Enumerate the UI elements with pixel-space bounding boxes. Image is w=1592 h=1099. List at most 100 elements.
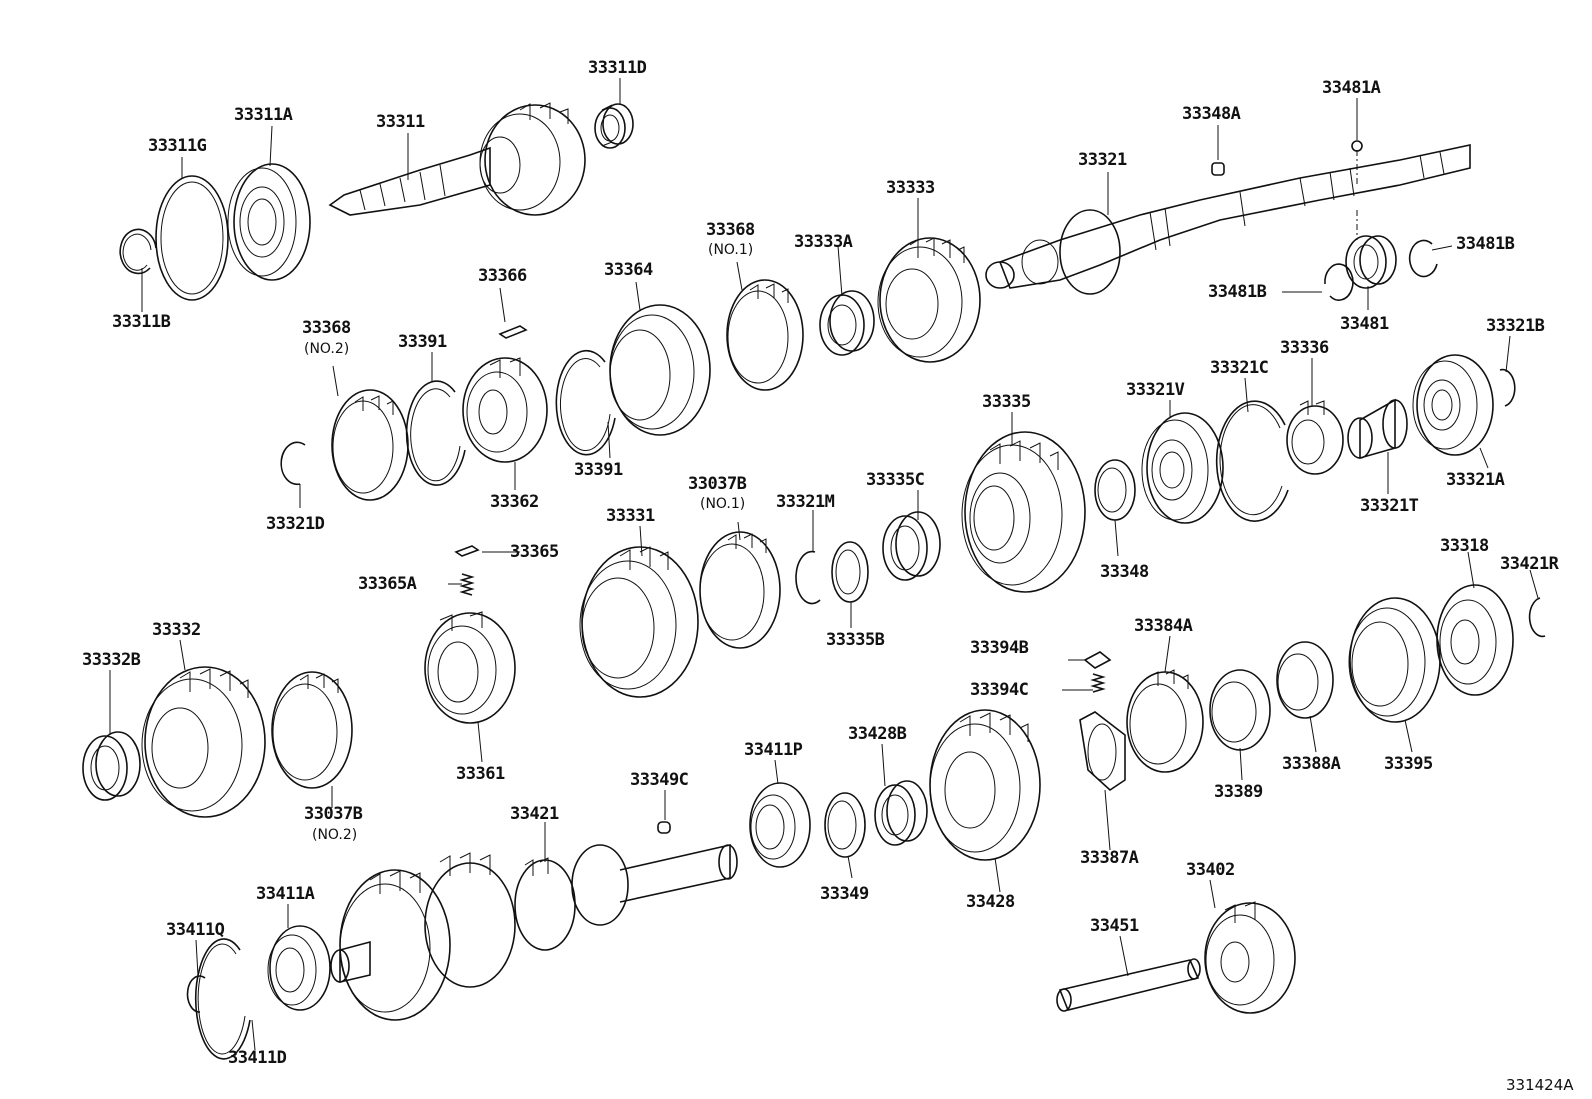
gear-33332 [141,666,266,818]
part-label: 33349C [630,770,689,790]
bearing-33321V [1141,412,1224,524]
part-label: 33365A [358,574,417,594]
part-label: 33321 [1078,150,1127,170]
needle-bearing-33332B [82,731,141,801]
part-label: 33333 [886,178,935,198]
snap-ring-33391-left [405,380,466,486]
part-label: 33368 [706,220,755,240]
gear-33333 [877,237,981,363]
leader-lines [109,78,1539,1051]
bearing-33411A [267,925,331,1011]
part-label: 33481B [1456,234,1515,254]
washer-33348 [1094,459,1136,521]
clip-33321B [1499,368,1516,407]
part-label: 33333A [794,232,853,252]
part-label: 33332 [152,620,201,640]
part-label: 33318 [1440,536,1489,556]
part-label: 33348 [1100,562,1149,582]
part-label: 33349 [820,884,869,904]
figure-reference: 331424A [1506,1076,1574,1094]
gear-33428 [929,709,1041,861]
part-note: (NO.1) [708,242,754,258]
part-label: 33391 [574,460,623,480]
part-label: 33332B [82,650,141,670]
part-label: 33411P [744,740,803,760]
sync-ring-33037B-no1 [699,531,781,649]
bearing-33411P [749,782,811,868]
gear-33335 [961,431,1086,593]
pin-33348A [1211,162,1225,176]
part-label: 33321V [1126,380,1185,400]
counter-shaft-33421 [330,843,738,1021]
part-label: 33311G [148,136,207,156]
key-33365 [454,545,480,557]
ball-33481A [1351,140,1363,152]
snap-ring-33321C [1215,400,1289,522]
part-label: 33428 [966,892,1015,912]
part-label: 33387A [1080,848,1139,868]
washer-33349 [824,792,866,858]
part-label: 33311A [234,105,293,125]
part-note: (NO.1) [700,496,746,512]
cone-33389 [1209,669,1271,751]
part-label: 33362 [490,492,539,512]
sleeve-33481 [1345,235,1397,289]
part-label: 33366 [478,266,527,286]
sync-ring-33037B-no2 [271,671,353,789]
part-label: 33402 [1186,860,1235,880]
part-label: 33421 [510,804,559,824]
needle-bearing-33311D [594,103,634,149]
sync-ring-33368-no1 [726,279,804,391]
part-label: 33411A [256,884,315,904]
part-label: 33037B [688,474,747,494]
part-label: 33391 [398,332,447,352]
ball-33349C [657,821,671,834]
clip-33411Q [186,975,206,1013]
part-label: 33364 [604,260,653,280]
part-label: 33395 [1384,754,1433,774]
clip-33321M [795,550,821,605]
sleeve-33364 [609,304,711,436]
spring-33394C [1090,673,1106,693]
part-note: (NO.2) [304,341,350,357]
hub-33361 [424,611,516,724]
part-label: 33311 [376,112,425,132]
part-label: 33311D [588,58,647,78]
clip-33387A [1079,711,1126,792]
needle-bearing-33428B [874,780,928,846]
spring-33365A [459,573,475,596]
clip-33311B [119,228,157,275]
part-label: 33321B [1486,316,1545,336]
part-label: 33421R [1500,554,1559,574]
part-label: 33394C [970,680,1029,700]
part-label: 33311B [112,312,171,332]
part-label: 33321M [776,492,835,512]
clip-33481B-left [1324,263,1354,301]
part-label: 33428B [848,724,907,744]
part-label: 33037B [304,804,363,824]
sleeve-33395 [1348,597,1441,723]
idler-gear-33402 [1204,901,1296,1014]
part-label: 33361 [456,764,505,784]
part-label: 33411Q [166,920,225,940]
input-shaft-33311 [328,102,586,216]
needle-bearing-33335C [882,511,941,581]
part-label: 33451 [1090,916,1139,936]
bearing-33311A [227,163,311,281]
part-label: 33348A [1182,104,1241,124]
part-label: 33336 [1280,338,1329,358]
washer-33335B [831,541,869,603]
part-label: 33331 [606,506,655,526]
shaft-33451 [1056,958,1201,1012]
part-label: 33411D [228,1048,287,1068]
part-label: 33481B [1208,282,1267,302]
part-label: 33321A [1446,470,1505,490]
part-label: 33321C [1210,358,1269,378]
clip-33481B-right [1408,239,1438,278]
clip-33321D [280,441,306,486]
part-label: 33321T [1360,496,1419,516]
part-label: 33368 [302,318,351,338]
part-label: 33481 [1340,314,1389,334]
part-label: 33335 [982,392,1031,412]
